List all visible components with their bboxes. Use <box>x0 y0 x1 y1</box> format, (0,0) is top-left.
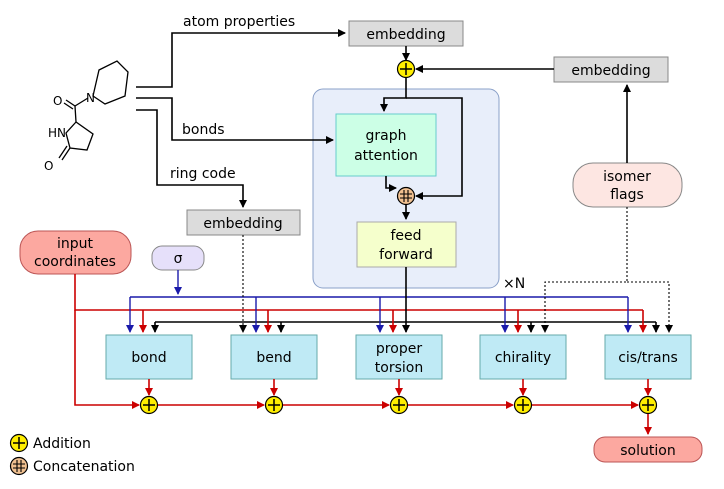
molecule-atom-o1: O <box>53 94 62 108</box>
atom-properties-line <box>136 29 346 88</box>
term-label-torsion: torsion <box>375 360 423 376</box>
feed-forward-label-2: forward <box>379 247 433 263</box>
term-label-chirality: chirality <box>495 350 551 366</box>
input-coordinates-label-1: input <box>57 236 94 252</box>
graph-attention-box <box>335 113 437 177</box>
coordinate-residual-line <box>74 310 140 409</box>
bonds-line <box>136 97 334 144</box>
molecule-atom-n1: N <box>86 91 95 105</box>
addition-nodes <box>139 395 658 415</box>
embedding-isomer-label: embedding <box>571 63 650 79</box>
legend-concatenation-icon <box>9 456 29 476</box>
isomer-flags-label-1: isomer <box>603 169 651 185</box>
embedding-atom-label: embedding <box>366 27 445 43</box>
term-label-bend: bend <box>256 350 291 366</box>
molecule-atom-hn: HN <box>48 126 66 140</box>
attention-to-concat-line <box>385 176 397 192</box>
ring-code-line <box>136 109 247 208</box>
term-input-drops <box>126 297 660 333</box>
term-label-cis-trans: cis/trans <box>618 350 678 366</box>
graph-attention-label-1: graph <box>366 128 407 144</box>
bonds-label: bonds <box>182 122 225 138</box>
atom-properties-label: atom properties <box>183 14 295 30</box>
term-box-proper-torsion: proper torsion <box>355 334 443 380</box>
embedding-atom-box <box>348 20 464 47</box>
graph-attention-label-2: attention <box>354 148 418 164</box>
legend-addition-label: Addition <box>33 436 91 452</box>
feed-forward-label-1: feed <box>390 228 421 244</box>
molecule-structure <box>58 60 129 161</box>
add-to-attention-line <box>380 78 407 112</box>
sigma-label: σ <box>174 251 183 267</box>
embedding-ring-label: embedding <box>203 216 282 232</box>
top-addition-plus-icon <box>400 63 412 75</box>
legend-concatenation-label: Concatenation <box>33 459 135 475</box>
term-box-bond: bond <box>105 334 193 380</box>
term-label-bond: bond <box>131 350 166 366</box>
isomer-flags-label-2: flags <box>610 187 644 203</box>
input-coordinates-label-2: coordinates <box>34 254 116 270</box>
molecule-atom-o2: O <box>44 159 53 173</box>
solution-label: solution <box>620 443 675 459</box>
term-box-cis-trans: cis/trans <box>604 334 692 380</box>
term-box-chirality: chirality <box>479 334 567 380</box>
term-output-lines <box>145 379 652 396</box>
repeat-count-label: ×N <box>503 276 525 292</box>
feed-forward-box <box>356 221 457 268</box>
legend: Addition Concatenation <box>9 433 135 476</box>
embedding-ring-box <box>186 209 301 236</box>
term-label-proper: proper <box>376 341 422 357</box>
concat-icon <box>400 190 412 202</box>
solution-box <box>593 436 703 463</box>
ring-code-label: ring code <box>170 166 236 182</box>
isomer-flags-dotted-1 <box>541 207 628 333</box>
term-box-bend: bend <box>230 334 318 380</box>
residual-line <box>406 97 463 200</box>
concat-node <box>396 186 416 206</box>
isomer-flags-dotted-2 <box>627 281 673 333</box>
